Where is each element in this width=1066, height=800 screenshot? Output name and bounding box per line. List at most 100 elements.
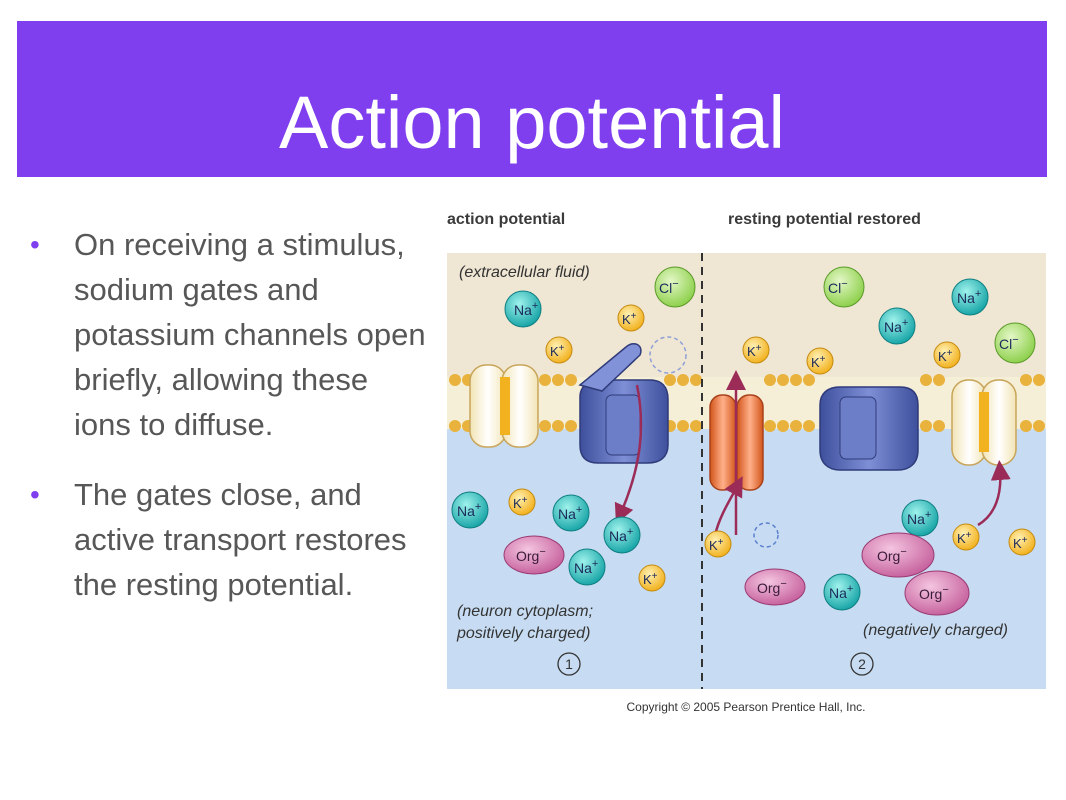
ion-charge: + <box>902 317 908 329</box>
sodium-channel-right <box>709 394 764 491</box>
cytoplasm-label-line2: positively charged) <box>456 625 590 642</box>
sodium-ion-icon: Na+ <box>568 548 606 586</box>
svg-text:K+: K+ <box>938 348 953 364</box>
chloride-ion-icon: Cl− <box>654 266 696 308</box>
ion-charge: + <box>820 354 826 365</box>
ion-charge: + <box>592 558 598 570</box>
ion-symbol: K <box>513 496 522 511</box>
chloride-ion-icon: Cl− <box>823 266 865 308</box>
panel-right-label: resting potential restored <box>728 211 921 228</box>
svg-text:K+: K+ <box>643 571 658 587</box>
ion-charge: + <box>652 571 658 582</box>
step-2-marker <box>850 652 874 676</box>
copyright-text: Copyright © 2005 Pearson Prentice Hall, … <box>627 700 866 714</box>
title-bar: Action potential <box>17 21 1047 177</box>
svg-text:Org−: Org− <box>877 546 907 564</box>
step-1-label: 1 <box>565 656 573 672</box>
svg-text:Org−: Org− <box>516 546 546 564</box>
ion-charge: − <box>672 278 678 290</box>
ion-symbol: Na <box>829 585 847 601</box>
bullet-item: •The gates close, and active transport r… <box>30 472 432 607</box>
potassium-ion-icon: K+ <box>806 347 834 375</box>
sodium-ion-icon: Na+ <box>504 290 542 328</box>
ion-charge: + <box>522 495 528 506</box>
sodium-ion-icon: Na+ <box>451 491 489 529</box>
potassium-ion-icon: K+ <box>508 488 536 516</box>
ion-charge: + <box>576 504 582 516</box>
sodium-ion-icon: Na+ <box>878 307 916 345</box>
potassium-diagonal-arrow <box>713 476 743 536</box>
svg-text:Cl−: Cl− <box>999 334 1019 352</box>
svg-text:Na+: Na+ <box>884 317 908 335</box>
ion-symbol: Cl <box>659 280 672 296</box>
step-1-marker <box>557 652 581 676</box>
bullet-text: The gates close, and active transport re… <box>74 477 407 602</box>
ion-symbol: Na <box>457 503 475 519</box>
step-2-label: 2 <box>858 656 866 672</box>
ion-charge: + <box>756 343 762 354</box>
slide-title: Action potential <box>278 81 785 164</box>
ion-charge: − <box>539 546 545 558</box>
ion-symbol: Na <box>884 319 902 335</box>
cytoplasm-label-line1: (neuron cytoplasm; <box>457 603 593 620</box>
svg-text:Org−: Org− <box>757 578 787 596</box>
potassium-ion-icon: K+ <box>545 336 573 364</box>
ion-charge: − <box>942 584 948 596</box>
ion-charge: − <box>780 578 786 590</box>
svg-text:Na+: Na+ <box>957 288 981 306</box>
potassium-ion-icon: K+ <box>742 336 770 364</box>
bullet-list: •On receiving a stimulus, sodium gates a… <box>30 222 432 632</box>
ion-symbol: Org <box>919 586 942 602</box>
potassium-channel-left <box>469 364 539 448</box>
ion-symbol: K <box>550 344 559 359</box>
ion-symbol: Org <box>757 580 780 596</box>
action-potential-diagram: action potential resting potential resto… <box>430 195 1060 725</box>
ion-charge: − <box>900 546 906 558</box>
ion-charge: + <box>925 509 931 521</box>
potassium-ion-icon: K+ <box>704 530 732 558</box>
ion-charge: + <box>532 300 538 312</box>
sodium-potassium-pump-closed <box>819 386 919 471</box>
potassium-ion-icon: K+ <box>933 341 961 369</box>
svg-text:Na+: Na+ <box>514 300 538 318</box>
empty-ion-site-icon <box>649 336 687 374</box>
svg-text:Cl−: Cl− <box>828 278 848 296</box>
sodium-ion-icon: Na+ <box>951 278 989 316</box>
ion-symbol: Org <box>877 548 900 564</box>
ion-charge: + <box>947 348 953 359</box>
ion-symbol: Na <box>514 302 532 318</box>
ion-symbol: K <box>747 344 756 359</box>
ion-charge: + <box>847 583 853 595</box>
potassium-return-arrow <box>977 460 1011 527</box>
ion-charge: + <box>631 311 637 322</box>
bullet-dot-icon: • <box>30 229 40 260</box>
svg-text:K+: K+ <box>957 530 972 546</box>
ion-charge: + <box>475 501 481 513</box>
ion-symbol: Cl <box>999 336 1012 352</box>
potassium-ion-icon: K+ <box>638 564 666 592</box>
svg-text:K+: K+ <box>1013 535 1028 551</box>
ion-symbol: Org <box>516 548 539 564</box>
chloride-ion-icon: Cl− <box>994 322 1036 364</box>
organic-anion-icon: Org− <box>744 568 806 606</box>
ion-charge: − <box>1012 334 1018 346</box>
ion-symbol: K <box>938 349 947 364</box>
ion-charge: + <box>627 526 633 538</box>
organic-anion-icon: Org− <box>503 535 565 575</box>
sodium-flow-arrow <box>614 384 643 525</box>
sodium-ion-icon: Na+ <box>552 494 590 532</box>
svg-text:Na+: Na+ <box>609 526 633 544</box>
ion-symbol: K <box>709 538 718 553</box>
ion-symbol: K <box>622 312 631 327</box>
svg-text:Na+: Na+ <box>907 509 931 527</box>
ion-symbol: K <box>811 355 820 370</box>
ion-charge: − <box>841 278 847 290</box>
organic-anion-icon: Org− <box>904 570 970 616</box>
sodium-ion-icon: Na+ <box>901 499 939 537</box>
bullet-item: •On receiving a stimulus, sodium gates a… <box>30 222 432 447</box>
organic-anion-icon: Org− <box>861 532 935 578</box>
svg-text:K+: K+ <box>811 354 826 370</box>
svg-text:Na+: Na+ <box>574 558 598 576</box>
empty-ion-site-icon <box>753 522 779 548</box>
svg-text:Na+: Na+ <box>558 504 582 522</box>
